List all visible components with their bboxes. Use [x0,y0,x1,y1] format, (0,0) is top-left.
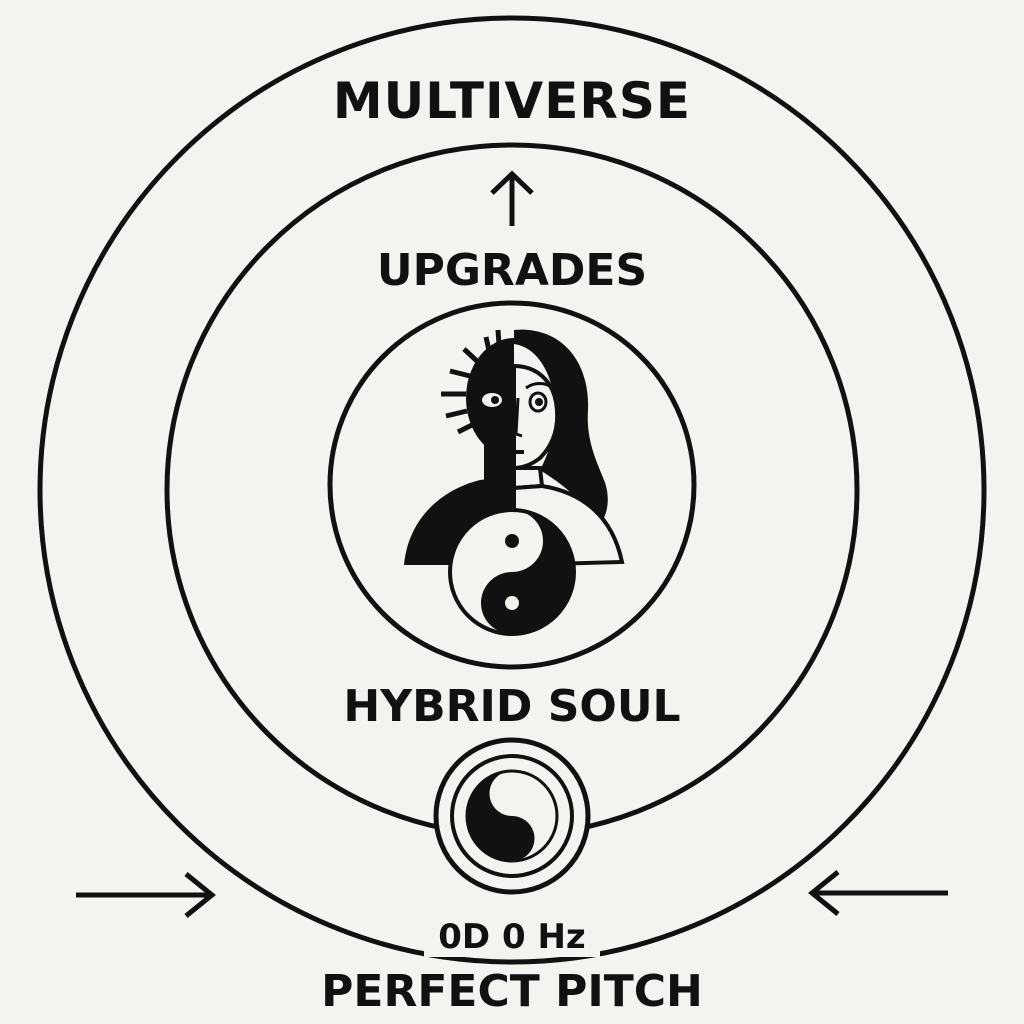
yin-yang-icon [448,508,576,636]
arrow-right-icon [76,872,216,918]
half-sun-half-woman-figure-icon [404,329,625,636]
middle-ring-label: UPGRADES [376,245,648,296]
core-node [433,737,591,895]
arrow-left-icon [808,870,948,916]
inner-ring-label: HYBRID SOUL [343,681,681,732]
outer-ring-label: MULTIVERSE [332,72,692,130]
bottom-label: PERFECT PITCH [321,966,703,1017]
outer-ring [37,15,987,965]
inner-ring [327,300,697,670]
frequency-text: 0D 0 Hz [424,917,600,957]
yin-yang-icon [465,769,559,863]
frequency-label: 0D 0 Hz [0,917,1024,957]
arrow-up-icon [490,170,534,226]
